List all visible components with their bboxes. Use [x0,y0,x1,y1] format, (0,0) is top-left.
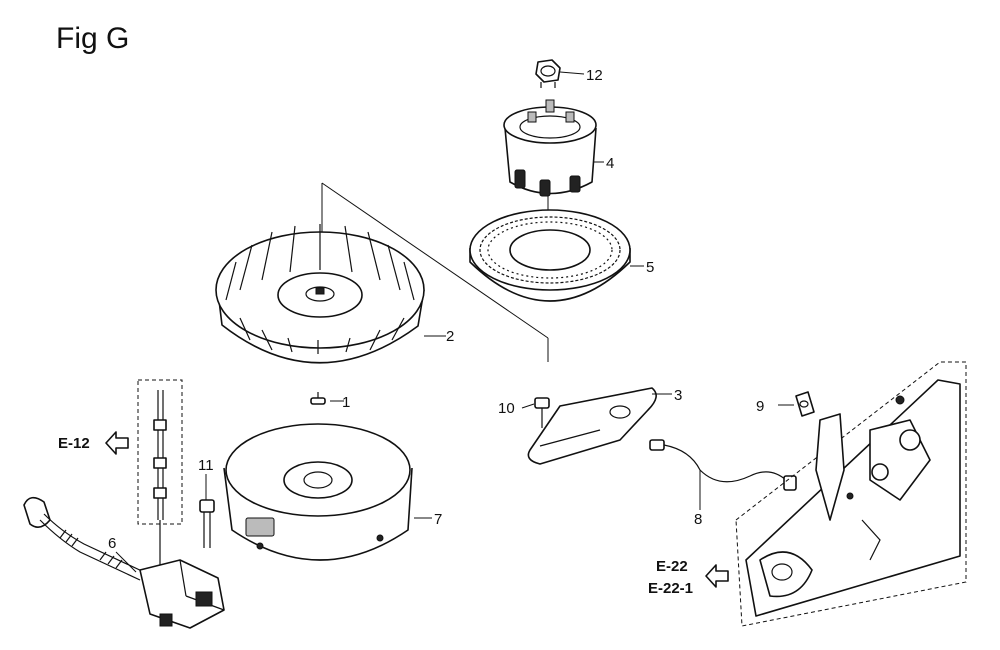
part-4-starter-cup[interactable] [503,99,597,197]
figure-title: Fig G [56,22,129,55]
ref-e22-1-label[interactable]: E-22-1 [648,580,693,597]
part-10-screw[interactable] [534,397,550,428]
e22-group[interactable] [735,361,967,627]
callout-4: 4 [606,155,614,172]
callout-2: 2 [446,328,454,345]
part-2-cooling-fan[interactable] [215,224,425,364]
e12-reference[interactable]: E-12 [58,431,129,455]
e12-group[interactable] [137,379,183,572]
part-5-screen-ring[interactable] [469,209,631,302]
part-3-bracket[interactable] [527,387,657,465]
ref-e12-label[interactable]: E-12 [58,435,90,452]
callout-6: 6 [108,535,116,552]
callout-8: 8 [694,511,702,528]
callout-7: 7 [434,511,442,528]
part-11-bolt[interactable] [199,499,215,548]
callout-1: 1 [342,394,350,411]
leader-lines [115,71,794,573]
part-8-wire[interactable] [649,439,797,491]
part-6-ignition-coil[interactable] [23,496,225,629]
part-12-nut[interactable] [535,59,561,88]
callout-5: 5 [646,259,654,276]
callout-10: 10 [498,400,515,417]
e22-reference[interactable]: E-22 E-22-1 [648,558,729,597]
ref-e12-arrow-icon[interactable] [105,431,129,455]
ref-e22-label[interactable]: E-22 [656,558,688,575]
ref-e22-arrow-icon[interactable] [705,564,729,588]
part-1-screw[interactable] [310,392,326,405]
callout-9: 9 [756,398,764,415]
callout-12: 12 [586,67,603,84]
callout-3: 3 [674,387,682,404]
part-7-flywheel[interactable] [223,423,413,561]
part-9-clip[interactable] [795,391,815,417]
callout-11: 11 [198,457,214,474]
